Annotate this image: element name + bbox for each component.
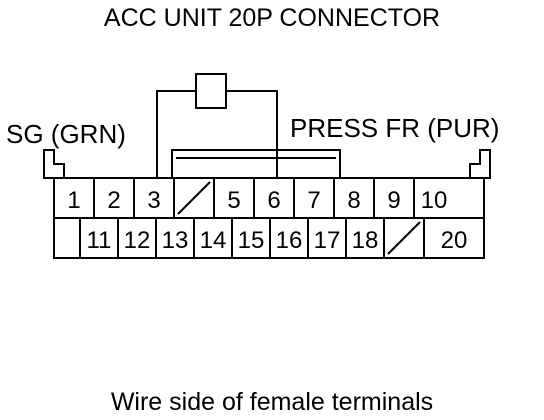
terminal-20: 20 (423, 218, 468, 258)
terminal-13: 13 (155, 218, 189, 258)
connector-lock (171, 149, 341, 178)
terminal-number: 13 (162, 227, 189, 254)
terminal-14: 14 (193, 218, 227, 258)
terminal-number: 7 (307, 187, 320, 214)
connector-shell (43, 149, 491, 179)
press-fr-probe-label: PRESS FR (PUR) (290, 113, 500, 143)
blocked-cavity-slash (177, 181, 211, 215)
terminal-7: 7 (293, 178, 321, 218)
terminal-number: 6 (267, 187, 280, 214)
terminal-18: 18 (345, 218, 379, 258)
terminal-number: 15 (238, 227, 265, 254)
terminal-number: 2 (107, 187, 120, 214)
terminal-15: 15 (231, 218, 265, 258)
terminal-number: 16 (276, 227, 303, 254)
terminal-10: 10 (413, 178, 448, 218)
terminal-11: 11 (79, 218, 112, 258)
terminal-3: 3 (133, 178, 161, 218)
terminal-16: 16 (269, 218, 303, 258)
terminal-9: 9 (373, 178, 401, 218)
meter-symbol (195, 73, 227, 109)
terminal-12: 12 (117, 218, 151, 258)
sg-probe-label: SG (GRN) (6, 119, 126, 149)
footer-note: Wire side of female terminals (110, 388, 434, 416)
terminal-number: 10 (421, 187, 448, 214)
terminal-number: 14 (200, 227, 227, 254)
terminal-number: 18 (352, 227, 379, 254)
terminal-number: 3 (147, 187, 160, 214)
empty-cavity (173, 178, 211, 218)
empty-cavity (383, 218, 421, 258)
terminal-number: 17 (314, 227, 341, 254)
diagram-title: ACC UNIT 20P CONNECTOR (103, 4, 441, 32)
terminal-8: 8 (333, 178, 361, 218)
terminal-1: 1 (67, 187, 80, 214)
blocked-cavity-slash (387, 221, 421, 255)
terminal-17: 17 (307, 218, 341, 258)
terminal-6: 6 (253, 178, 281, 218)
terminal-number: 20 (441, 227, 468, 254)
terminal-number: 12 (124, 227, 151, 254)
terminal-number: 1 (67, 187, 80, 214)
probe-lead-right (226, 90, 278, 178)
terminal-5: 5 (213, 178, 241, 218)
terminal-number: 5 (227, 187, 240, 214)
connector-row-2: 11 12 13 14 15 16 17 18 20 (79, 218, 468, 258)
terminal-number: 11 (87, 227, 112, 254)
terminal-number: 9 (387, 187, 400, 214)
terminal-2: 2 (93, 178, 121, 218)
terminal-number: 8 (347, 187, 360, 214)
probe-lead-left (156, 90, 196, 178)
